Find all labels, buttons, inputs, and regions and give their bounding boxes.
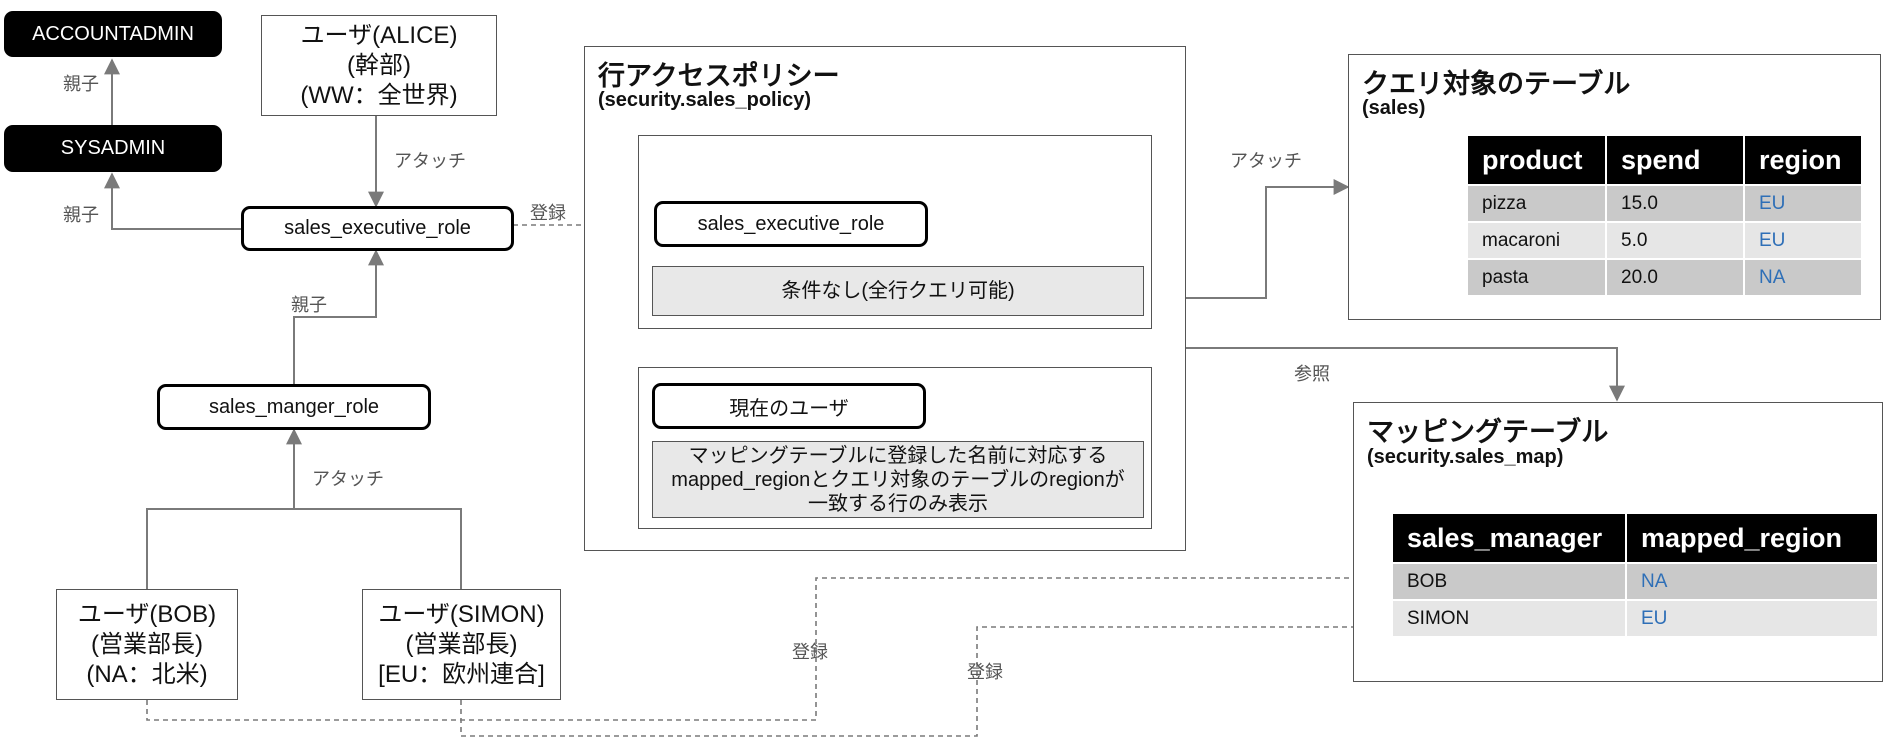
label-attach-alice: アタッチ (394, 151, 466, 171)
alice-name: ユーザ(ALICE) (300, 21, 458, 49)
mapping-table: sales_manager mapped_region BOB NA SIMON… (1391, 512, 1879, 638)
label-attach-users: アタッチ (312, 469, 384, 489)
dashed-bob-register (146, 577, 1392, 721)
bob-name: ユーザ(BOB) (77, 600, 217, 628)
user-simon-box[interactable]: ユーザ(SIMON) (営業部長) [EU：欧州連合] (362, 589, 561, 700)
mapping-table-title: マッピングテーブル (1367, 417, 1609, 447)
label-reference: 参照 (1294, 364, 1330, 384)
table-cell: macaroni (1468, 223, 1605, 258)
alice-title: (幹部) (347, 51, 411, 79)
connector-exec-to-sysadmin (104, 172, 241, 230)
label-register-bob: 登録 (792, 642, 828, 662)
table-cell: EU (1745, 223, 1861, 258)
sales-col-product: product (1468, 136, 1605, 184)
sales-executive-role-label: sales_executive_role (284, 217, 471, 239)
policy-exec-role[interactable]: sales_executive_role (654, 201, 928, 247)
user-alice-box[interactable]: ユーザ(ALICE) (幹部) (WW：全世界) (261, 15, 497, 116)
label-attach-policy: アタッチ (1230, 151, 1302, 171)
mapping-rule-line-1: マッピングテーブルに登録した名前に対応する (688, 444, 1108, 467)
table-cell: 15.0 (1607, 186, 1743, 221)
table-row: macaroni 5.0 EU (1468, 223, 1861, 258)
user-bob-box[interactable]: ユーザ(BOB) (営業部長) (NA：北米) (56, 589, 238, 700)
bob-title: (営業部長) (91, 630, 203, 658)
current-user-label: 現在のユーザ (729, 397, 849, 420)
policy-title: 行アクセスポリシー (598, 61, 840, 91)
mapping-table-subtitle: (security.sales_map) (1367, 446, 1564, 468)
sales-table: product spend region pizza 15.0 EU macar… (1466, 134, 1863, 297)
sysadmin-label: SYSADMIN (60, 137, 166, 159)
policy-subtitle: (security.sales_policy) (598, 89, 812, 111)
sales-manager-role[interactable]: sales_manger_role (157, 384, 431, 430)
sales-col-spend: spend (1607, 136, 1743, 184)
label-register-exec: 登録 (530, 203, 566, 223)
table-cell: BOB (1393, 564, 1625, 599)
table-cell: EU (1745, 186, 1861, 221)
table-row: BOB NA (1393, 564, 1877, 599)
table-cell: 5.0 (1607, 223, 1743, 258)
label-register-simon: 登録 (967, 662, 1003, 682)
sales-table-subtitle: (sales) (1362, 97, 1426, 119)
table-row: pizza 15.0 EU (1468, 186, 1861, 221)
no-condition-box: 条件なし(全行クエリ可能) (652, 266, 1144, 316)
table-row: pasta 20.0 NA (1468, 260, 1861, 295)
bob-region: (NA：北米) (86, 660, 208, 688)
alice-region: (WW：全世界) (300, 81, 458, 109)
sales-manager-role-label: sales_manger_role (208, 395, 380, 418)
simon-name: ユーザ(SIMON) (378, 600, 545, 628)
mapping-rule-box: マッピングテーブルに登録した名前に対応する mapped_regionとクエリ対… (652, 441, 1144, 518)
map-col-mapped-region: mapped_region (1627, 514, 1877, 562)
label-parent-exec-sysadmin: 親子 (63, 205, 99, 225)
mapping-rule-line-3: 一致する行のみ表示 (808, 492, 988, 515)
table-cell: pasta (1468, 260, 1605, 295)
current-user-box[interactable]: 現在のユーザ (652, 383, 926, 429)
sales-table-title: クエリ対象のテーブル (1362, 69, 1631, 99)
connector-bob-simon-to-manager (146, 508, 462, 589)
table-cell: pizza (1468, 186, 1605, 221)
policy-exec-role-label: sales_executive_role (697, 212, 885, 235)
table-cell: NA (1745, 260, 1861, 295)
label-parent-manager-exec: 親子 (291, 295, 327, 315)
sales-table-header: product spend region (1468, 136, 1861, 184)
map-col-sales-manager: sales_manager (1393, 514, 1625, 562)
connector-policy-to-sales (1186, 179, 1350, 299)
sales-executive-role[interactable]: sales_executive_role (241, 206, 514, 251)
table-cell: NA (1627, 564, 1877, 599)
table-row: SIMON EU (1393, 601, 1877, 636)
mapping-table-header: sales_manager mapped_region (1393, 514, 1877, 562)
no-condition-text: 条件なし(全行クエリ可能) (781, 280, 1015, 302)
sales-col-region: region (1745, 136, 1861, 184)
dashed-simon-register (460, 626, 1392, 737)
sysadmin-role[interactable]: SYSADMIN (4, 125, 222, 172)
simon-title: (営業部長) (405, 630, 518, 658)
simon-region: [EU：欧州連合] (378, 660, 545, 688)
mapping-rule-line-2: mapped_regionとクエリ対象のテーブルのregionが (671, 468, 1125, 491)
table-cell: SIMON (1393, 601, 1625, 636)
connector-policy-to-map (1186, 347, 1625, 402)
accountadmin-role[interactable]: ACCOUNTADMIN (4, 11, 222, 57)
connector-manager-to-exec (293, 249, 384, 384)
table-cell: 20.0 (1607, 260, 1743, 295)
table-cell: EU (1627, 601, 1877, 636)
accountadmin-label: ACCOUNTADMIN (32, 22, 194, 45)
label-parent-sysadmin-accountadmin: 親子 (63, 74, 99, 94)
